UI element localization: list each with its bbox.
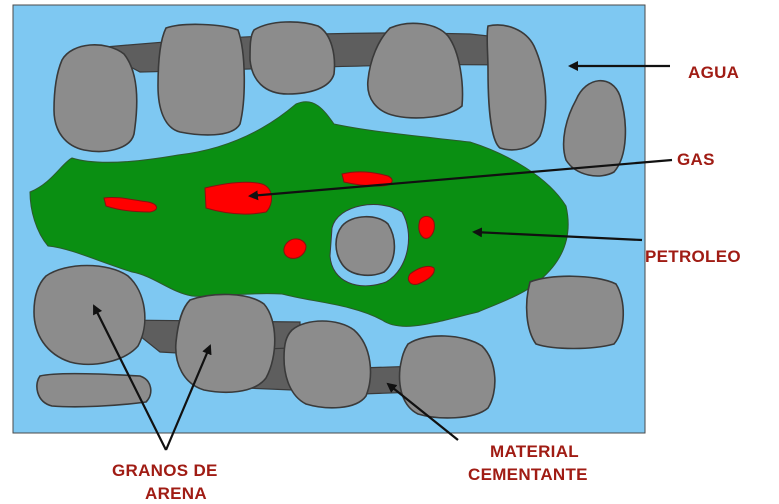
oil-label: PETROLEO [645, 247, 741, 266]
sand-arrow-left [93, 304, 167, 451]
cement-arrow [386, 382, 459, 441]
cement-label-line2: CEMENTANTE [468, 465, 588, 484]
sand-label-line2: ARENA [145, 484, 207, 503]
sand-label-line1: GRANOS DE [112, 461, 218, 480]
gas-arrow [248, 158, 673, 201]
oil-arrow [472, 227, 643, 242]
cement-label-line1: MATERIAL [490, 442, 579, 461]
water-label: AGUA [688, 63, 739, 82]
sand-arrow-right [164, 344, 212, 451]
gas-label: GAS [677, 150, 715, 169]
sand-grains [33, 21, 627, 419]
gas-bubbles [103, 171, 435, 285]
